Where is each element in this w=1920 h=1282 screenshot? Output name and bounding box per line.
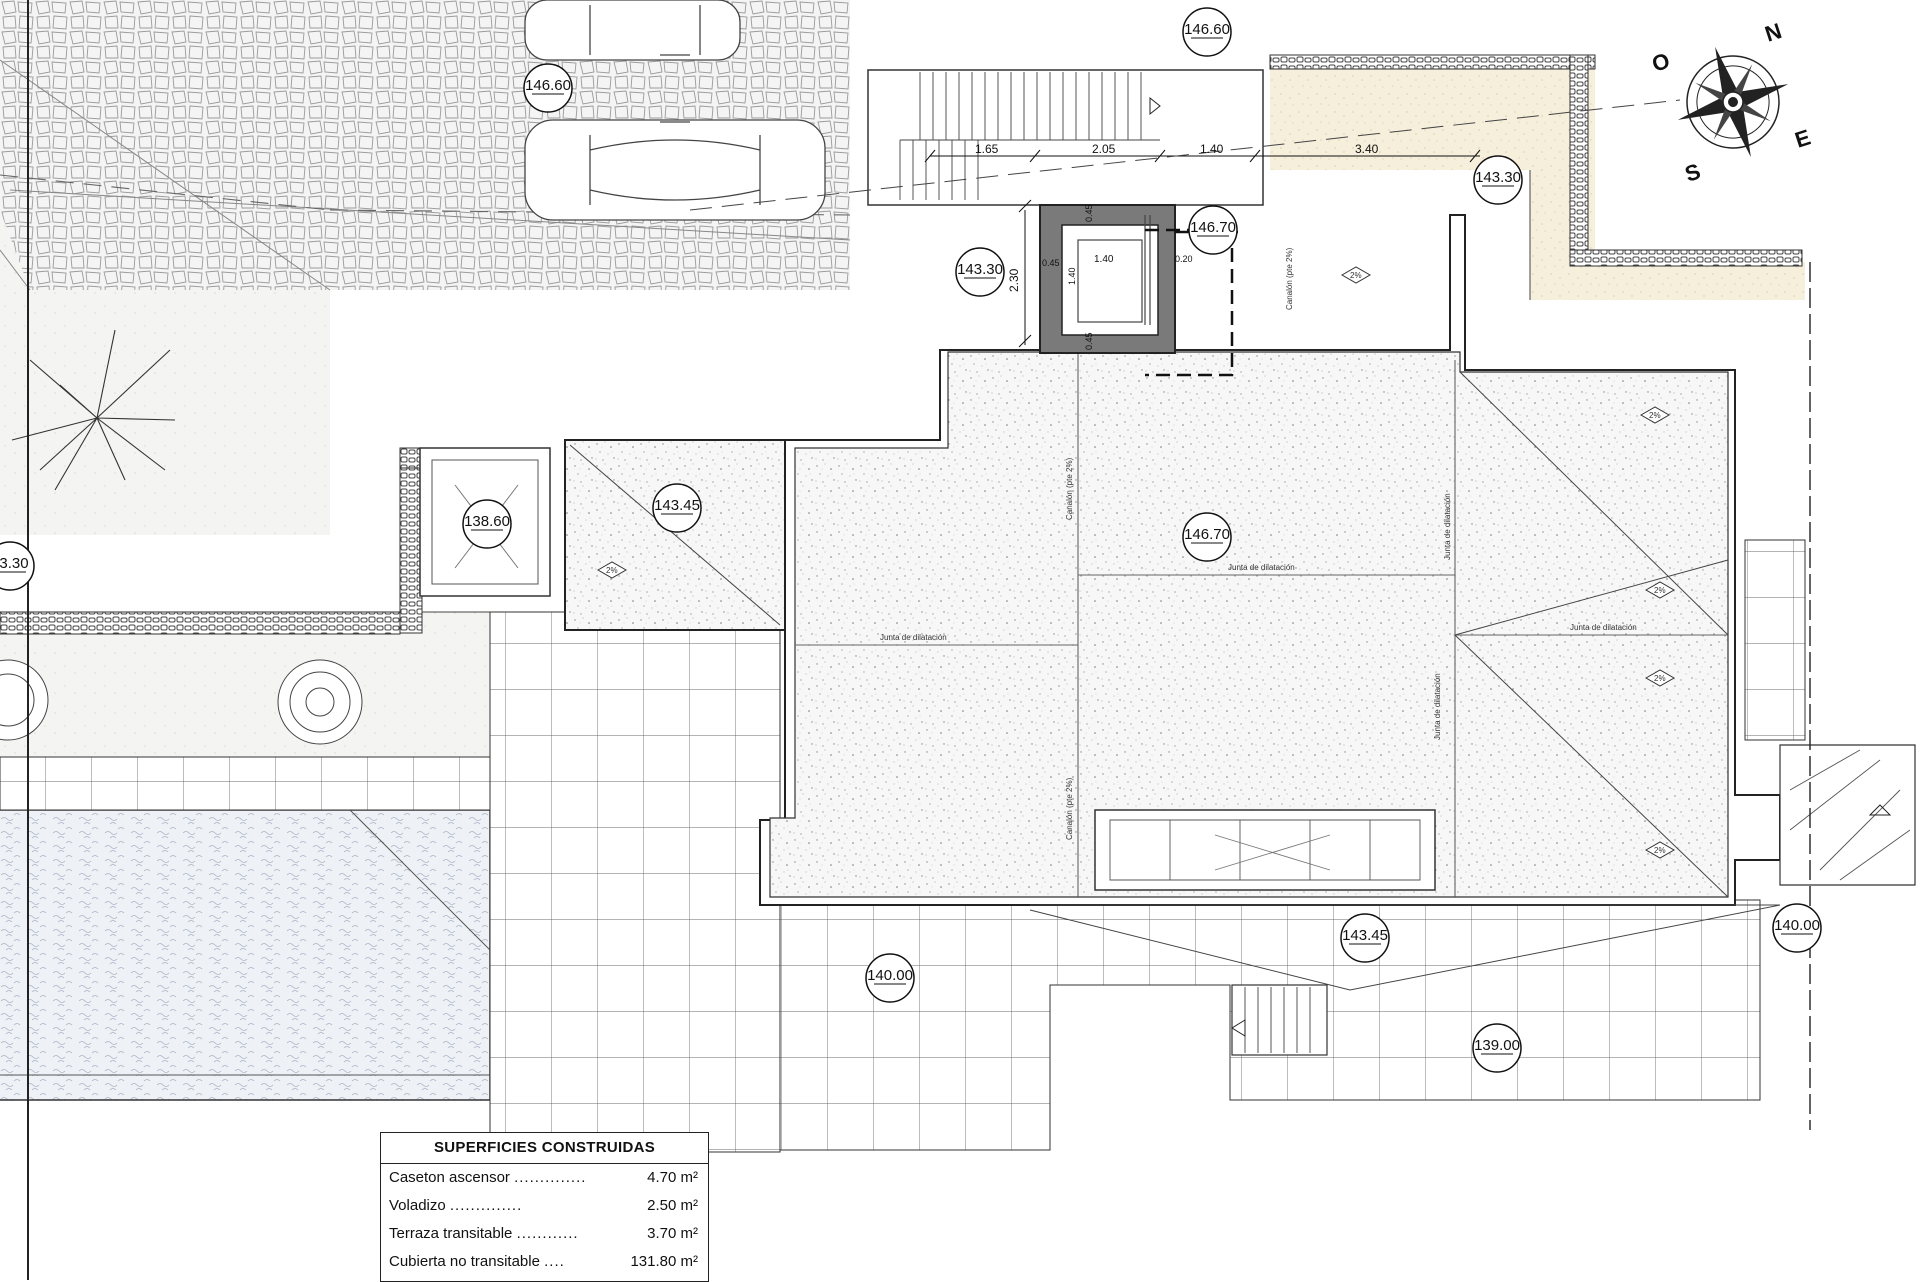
row-dots: .............. <box>514 1169 587 1186</box>
lift-shaft <box>1039 204 1238 377</box>
row-label: Voladizo <box>389 1197 446 1214</box>
compass-south-label: S <box>1682 158 1704 186</box>
level-marker: 143.45 <box>652 483 702 533</box>
level-label: 146.60 <box>1184 21 1230 38</box>
level-label: 143.30 <box>957 261 1003 278</box>
level-marker: 146.60 <box>523 63 573 113</box>
level-label: 139.00 <box>1474 1037 1520 1054</box>
main-roof <box>759 214 1781 991</box>
sand-terrace <box>1269 54 1805 300</box>
dimension-line <box>924 149 1481 348</box>
stone-wall <box>399 447 423 634</box>
level-marker: 3.30 <box>0 541 35 591</box>
level-marker: 146.70 <box>1188 205 1238 255</box>
dimension-label: 2.30 <box>1007 268 1021 292</box>
dimension-label: 0.45 <box>1042 258 1060 268</box>
dimension-label: 0.45 <box>1084 204 1094 222</box>
shrub-symbol <box>0 659 363 745</box>
compass-west-label: O <box>1649 48 1673 77</box>
level-label: 140.00 <box>867 967 913 984</box>
compass-east-label: E <box>1792 124 1814 152</box>
row-label: Terraza transitable <box>389 1225 513 1242</box>
built-areas-table: SUPERFICIES CONSTRUIDAS Caseton ascensor… <box>380 1132 709 1282</box>
table-title: SUPERFICIES CONSTRUIDAS <box>381 1133 708 1164</box>
slope-label: 2% <box>1654 674 1666 683</box>
slope-label: 2% <box>1649 411 1661 420</box>
stair-block <box>867 69 1264 206</box>
level-marker: 143.30 <box>955 247 1005 297</box>
dimension-label: 2.05 <box>1092 142 1116 156</box>
compass-north-label: N <box>1762 18 1785 47</box>
row-dots: .............. <box>449 1197 523 1214</box>
east-stair <box>1779 744 1916 886</box>
level-marker: 143.30 <box>1473 155 1523 205</box>
gutter-label: Canalón (pte 2%) <box>1285 247 1294 310</box>
lower-stair <box>1231 984 1328 1056</box>
level-label: 143.30 <box>1475 169 1521 186</box>
level-marker: 140.00 <box>865 953 915 1003</box>
row-label: Cubierta no transitable <box>389 1253 540 1270</box>
dimension-label: 0.45 <box>1084 332 1094 350</box>
parked-cars <box>524 0 826 221</box>
dimension-label: 3.40 <box>1355 142 1379 156</box>
roof-west <box>564 439 786 631</box>
north-arrow-icon <box>1677 46 1789 158</box>
dimension-label: 1.65 <box>975 142 999 156</box>
slope-label: 2% <box>606 566 618 575</box>
garden-strip <box>0 612 490 757</box>
level-label: 146.70 <box>1190 219 1236 236</box>
slope-label: 2% <box>1654 846 1666 855</box>
pool <box>0 809 491 1101</box>
sight-line <box>689 99 1681 211</box>
row-value: 2.50 m² <box>647 1197 698 1214</box>
level-label: 146.60 <box>525 77 571 94</box>
level-label: 140.00 <box>1774 917 1820 934</box>
slope-label: 2% <box>1350 271 1362 280</box>
table-row: Cubierta no transitable .... 131.80 m² <box>381 1248 708 1276</box>
level-label: 146.70 <box>1184 526 1230 543</box>
expansion-joint-label: Junta de dilatación <box>1443 493 1452 560</box>
level-marker: 146.70 <box>1182 512 1232 562</box>
level-label: 143.45 <box>654 497 700 514</box>
dimension-label: 1.40 <box>1200 142 1224 156</box>
palm-tree-symbol <box>11 329 176 491</box>
table-row: Caseton ascensor .............. 4.70 m² <box>381 1164 708 1192</box>
row-value: 131.80 m² <box>630 1253 698 1270</box>
row-dots: ............ <box>516 1225 579 1242</box>
slope-marker: 2% 2% 2% 2% 2% 2% <box>596 266 1676 859</box>
level-marker: 140.00 <box>1772 903 1822 953</box>
row-dots: .... <box>544 1253 565 1270</box>
expansion-joint-label: Junta de dilatación <box>1228 563 1295 572</box>
table-row: Terraza transitable ............ 3.70 m² <box>381 1220 708 1248</box>
gutter-label: Canalón (pte 2%) <box>1065 457 1074 520</box>
row-value: 4.70 m² <box>647 1169 698 1186</box>
level-label: 138.60 <box>464 513 510 530</box>
level-label: 143.45 <box>1342 927 1388 944</box>
level-marker: 146.60 <box>1182 7 1232 57</box>
dimension-label: 1.40 <box>1094 254 1114 265</box>
gutter-label: Canalón (pte 2%) <box>1065 777 1074 840</box>
expansion-joint-label: Junta de dilatación <box>1433 673 1442 740</box>
dimension-label: 1.40 <box>1067 267 1077 285</box>
row-value: 3.70 m² <box>647 1225 698 1242</box>
table-row: Voladizo .............. 2.50 m² <box>381 1192 708 1220</box>
level-marker: 139.00 <box>1472 1023 1522 1073</box>
expansion-joint-label: Junta de dilatación <box>1570 623 1637 632</box>
level-marker: 143.45 <box>1340 913 1390 963</box>
level-marker: 138.60 <box>462 499 512 549</box>
expansion-joint-label: Junta de dilatación <box>880 633 947 642</box>
dimension-label: 0.20 <box>1175 254 1193 264</box>
stone-wall <box>0 611 401 635</box>
slope-label: 2% <box>1654 586 1666 595</box>
row-label: Caseton ascensor <box>389 1169 510 1186</box>
level-label: 3.30 <box>0 555 29 572</box>
